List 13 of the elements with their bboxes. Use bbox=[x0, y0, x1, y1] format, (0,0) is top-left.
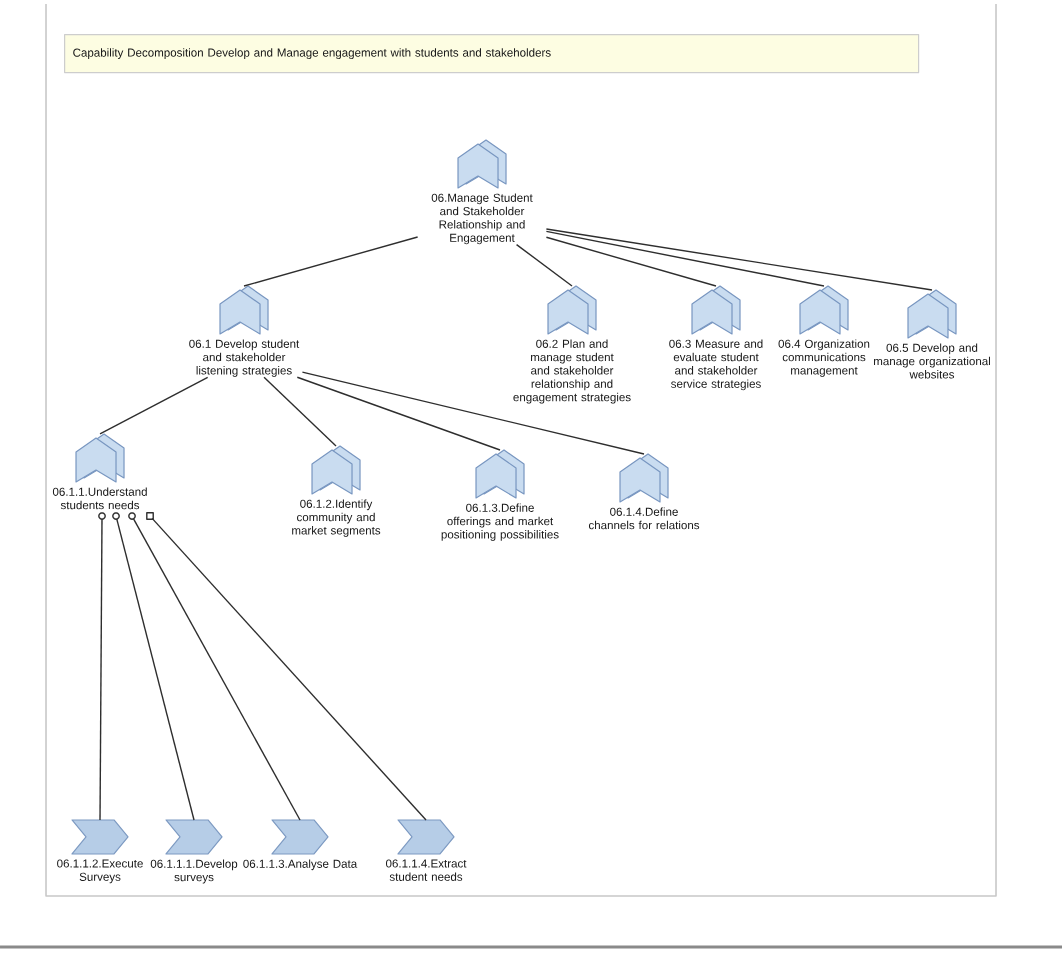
connector-line bbox=[545, 228, 933, 291]
connector-line bbox=[301, 371, 645, 455]
connector-line bbox=[112, 512, 195, 821]
connector-line bbox=[146, 512, 427, 821]
connector-line bbox=[545, 230, 825, 287]
connector-line bbox=[515, 243, 573, 287]
connector-line bbox=[128, 512, 301, 821]
connector-line bbox=[296, 376, 501, 451]
connector-line bbox=[243, 236, 419, 287]
connector-line bbox=[545, 236, 717, 287]
connector-line bbox=[99, 376, 209, 435]
connector-line bbox=[263, 376, 337, 447]
connector-line bbox=[98, 512, 106, 821]
